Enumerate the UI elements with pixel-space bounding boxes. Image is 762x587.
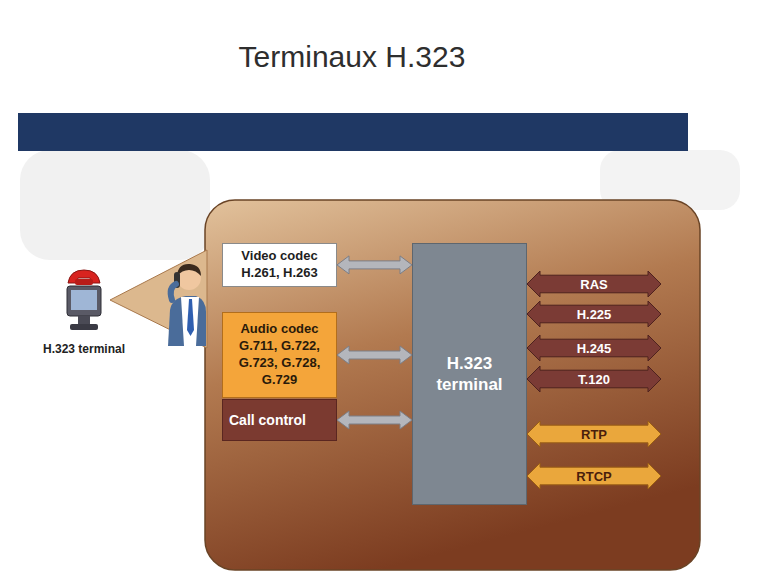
- slide-title: Terminaux H.323: [0, 40, 704, 74]
- protocol-arrow: T.120: [527, 366, 661, 392]
- double-arrow-shape: [527, 366, 661, 392]
- terminal-box: H.323 terminal: [412, 243, 527, 505]
- protocol-arrow: H.245: [527, 335, 661, 361]
- connector-arrow: [337, 346, 412, 364]
- box-heading: H.245: [577, 342, 612, 355]
- double-arrow-shape: [527, 271, 661, 297]
- box-body: H.261, H.263: [229, 265, 330, 282]
- person-icon: [168, 264, 206, 346]
- box-body: G.711, G.722, G.723, G.728, G.729: [229, 338, 330, 389]
- protocol-arrow: H.225: [527, 301, 661, 327]
- terminal-icon: [67, 270, 101, 330]
- protocol-arrow: RTCP: [527, 463, 661, 489]
- protocol-arrow: RTP: [527, 421, 661, 447]
- connector-arrow: [337, 411, 412, 429]
- box-heading: RTP: [581, 428, 607, 441]
- box-heading: RAS: [580, 278, 607, 291]
- box-heading: Video codec: [229, 248, 330, 265]
- double-arrow-shape: [527, 301, 661, 327]
- connector-arrow: [337, 256, 412, 274]
- codec-box: Audio codecG.711, G.722, G.723, G.728, G…: [222, 312, 337, 398]
- protocol-arrow: RAS: [527, 271, 661, 297]
- callout-cone: [110, 250, 207, 348]
- terminal-panel: [205, 200, 700, 570]
- box-heading: H.323 terminal: [421, 353, 518, 396]
- control-box: Call control: [222, 399, 337, 441]
- double-arrow-shape: [527, 463, 661, 489]
- box-heading: T.120: [578, 373, 610, 386]
- double-arrow-shape: [527, 335, 661, 361]
- icon-label: H.323 terminal: [22, 342, 146, 356]
- double-arrow-shape: [527, 421, 661, 447]
- faded-shape: [20, 150, 210, 260]
- box-heading: Call control: [229, 411, 330, 429]
- codec-box: Video codecH.261, H.263: [222, 243, 337, 287]
- box-heading: H.225: [577, 308, 612, 321]
- box-heading: Audio codec: [229, 321, 330, 338]
- box-heading: RTCP: [576, 470, 611, 483]
- title-bar: [18, 113, 688, 151]
